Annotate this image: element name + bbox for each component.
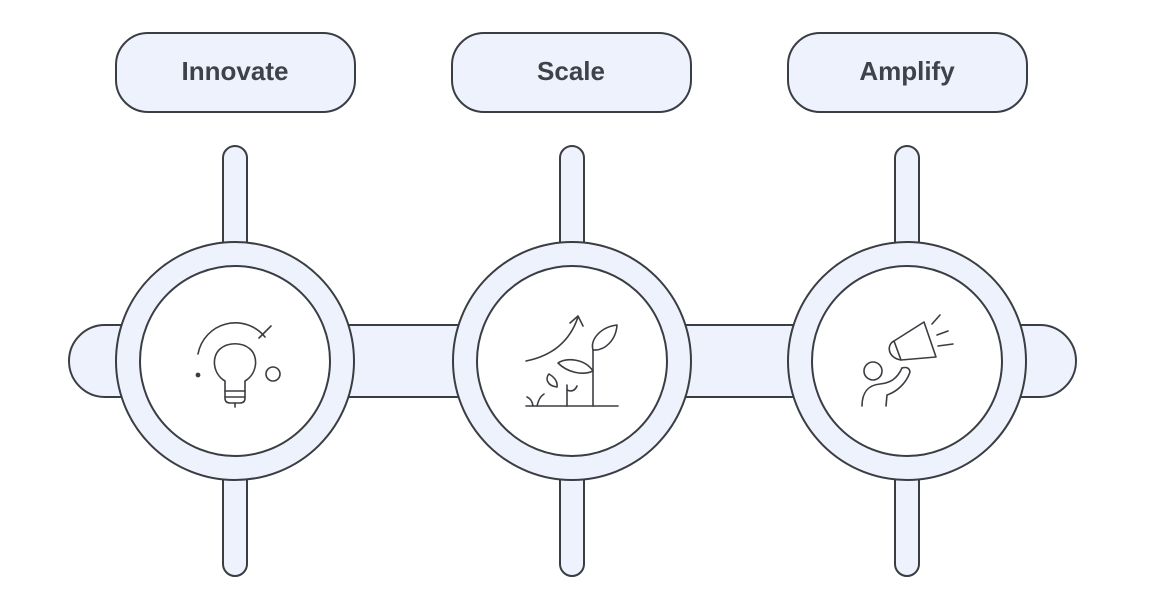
stage-label-scale: Scale: [537, 56, 605, 86]
megaphone-icon: [861, 314, 954, 407]
stage-label-innovate: Innovate: [182, 56, 289, 86]
innovate-label-pill: [115, 32, 356, 113]
amplify-inner-circle: [811, 265, 1003, 457]
stage-innovate: Innovate: [115, 32, 356, 577]
stage-label-amplify: Amplify: [859, 56, 955, 86]
scale-label-pill: [451, 32, 692, 113]
innovate-inner-circle: [139, 265, 331, 457]
growing-plants-icon: [525, 315, 619, 407]
stage-amplify: Amplify: [787, 32, 1028, 577]
amplify-label-pill: [787, 32, 1028, 113]
stage-scale: Scale: [451, 32, 692, 577]
scale-inner-circle: [476, 265, 668, 457]
lightbulb-icon: [195, 322, 281, 408]
